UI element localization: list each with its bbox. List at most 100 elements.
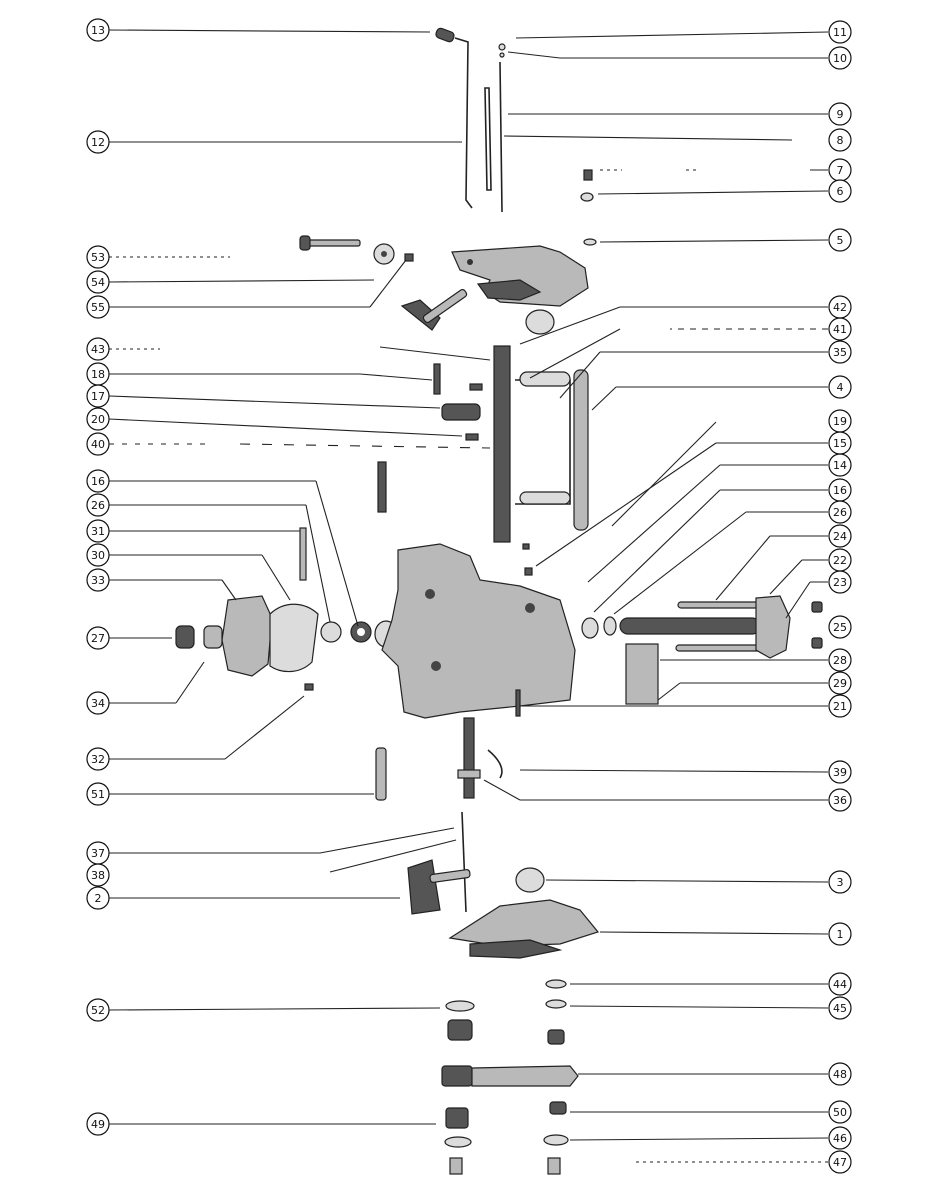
callout-label: 16 <box>91 475 105 488</box>
callout-19: 19 <box>828 409 852 433</box>
callout-label: 47 <box>833 1156 847 1169</box>
callout-label: 26 <box>91 499 105 512</box>
callout-label: 30 <box>91 549 105 562</box>
callout-label: 42 <box>833 301 847 314</box>
callout-53: 53 <box>86 245 110 269</box>
callout-label: 20 <box>91 413 105 426</box>
callout-3: 3 <box>828 870 852 894</box>
callout-26-right: 26 <box>828 500 852 524</box>
callout-label: 3 <box>837 876 844 889</box>
callout-18: 18 <box>86 362 110 386</box>
callout-label: 32 <box>91 753 105 766</box>
callout-label: 37 <box>91 847 105 860</box>
callout-label: 23 <box>833 576 847 589</box>
callout-label: 1 <box>837 928 844 941</box>
callout-label: 50 <box>833 1106 847 1119</box>
callout-label: 39 <box>833 766 847 779</box>
callout-label: 38 <box>91 869 105 882</box>
callout-31: 31 <box>86 519 110 543</box>
callouts-right: 11 10 9 8 7 6 5 42 41 35 4 19 15 14 16 2… <box>828 20 852 1174</box>
t-handle-screw-upper <box>400 288 468 331</box>
callout-label: 12 <box>91 136 105 149</box>
callout-label: 18 <box>91 368 105 381</box>
callout-24: 24 <box>828 524 852 548</box>
callout-label: 16 <box>833 484 847 497</box>
callout-label: 33 <box>91 574 105 587</box>
callout-label: 35 <box>833 346 847 359</box>
callout-label: 9 <box>837 108 844 121</box>
tilt-tube-assembly <box>299 345 589 581</box>
callout-label: 29 <box>833 677 847 690</box>
callout-label: 15 <box>833 437 847 450</box>
callout-label: 17 <box>91 390 105 403</box>
callout-30: 30 <box>86 543 110 567</box>
callout-4: 4 <box>828 375 852 399</box>
callout-1: 1 <box>828 922 852 946</box>
callout-12: 12 <box>86 130 110 154</box>
callout-label: 10 <box>833 52 847 65</box>
callout-49: 49 <box>86 1112 110 1136</box>
swivel-pad <box>525 309 555 335</box>
callout-52: 52 <box>86 998 110 1022</box>
callout-21: 21 <box>828 694 852 718</box>
callout-label: 49 <box>91 1118 105 1131</box>
callout-label: 52 <box>91 1004 105 1017</box>
callout-32: 32 <box>86 747 110 771</box>
callout-label: 13 <box>91 24 105 37</box>
callout-46: 46 <box>828 1126 852 1150</box>
callout-48: 48 <box>828 1062 852 1086</box>
callout-label: 26 <box>833 506 847 519</box>
callout-label: 34 <box>91 697 105 710</box>
callout-38: 38 <box>86 863 110 887</box>
callout-label: 45 <box>833 1002 847 1015</box>
callout-47: 47 <box>828 1150 852 1174</box>
callout-40: 40 <box>86 432 110 456</box>
callout-label: 7 <box>837 164 844 177</box>
callout-43: 43 <box>86 337 110 361</box>
callout-label: 19 <box>833 415 847 428</box>
callout-45: 45 <box>828 996 852 1020</box>
upper-clamp-bracket <box>451 245 589 307</box>
callout-label: 8 <box>837 134 844 147</box>
callout-14: 14 <box>828 453 852 477</box>
callout-label: 41 <box>833 323 847 336</box>
callout-9: 9 <box>828 102 852 126</box>
callout-22: 22 <box>828 548 852 572</box>
tilt-lever-rod <box>435 27 506 213</box>
callout-11: 11 <box>828 20 852 44</box>
callout-51: 51 <box>86 782 110 806</box>
callout-label: 44 <box>833 978 847 991</box>
callout-2: 2 <box>86 886 110 910</box>
swivel-right-side <box>581 595 823 705</box>
callout-label: 43 <box>91 343 105 356</box>
callout-35-upper: 35 <box>828 340 852 364</box>
callout-label: 6 <box>837 185 844 198</box>
callout-13-left: 13 <box>86 18 110 42</box>
callout-36: 36 <box>828 788 852 812</box>
callout-6: 6 <box>828 179 852 203</box>
callout-label: 27 <box>91 632 105 645</box>
callout-23: 23 <box>828 570 852 594</box>
callout-label: 36 <box>833 794 847 807</box>
callout-label: 4 <box>837 381 844 394</box>
callout-17: 17 <box>86 384 110 408</box>
callout-label: 31 <box>91 525 105 538</box>
callout-label: 24 <box>833 530 847 543</box>
callout-37: 37 <box>86 841 110 865</box>
callout-26-left: 26 <box>86 493 110 517</box>
swivel-bracket-casting <box>381 543 576 719</box>
lower-bracket-hardware <box>375 717 503 915</box>
callout-label: 48 <box>833 1068 847 1081</box>
callout-label: 53 <box>91 251 105 264</box>
callout-27: 27 <box>86 626 110 650</box>
callout-28: 28 <box>828 648 852 672</box>
callout-label: 2 <box>95 892 102 905</box>
part-drawings <box>175 27 823 1175</box>
small-hardware-upper <box>580 169 597 246</box>
callouts-left: 13 12 53 54 55 43 18 17 20 40 16 26 31 3… <box>86 18 110 1136</box>
callout-label: 25 <box>833 621 847 634</box>
callout-41: 41 <box>828 317 852 341</box>
callout-label: 28 <box>833 654 847 667</box>
callout-25: 25 <box>828 615 852 639</box>
